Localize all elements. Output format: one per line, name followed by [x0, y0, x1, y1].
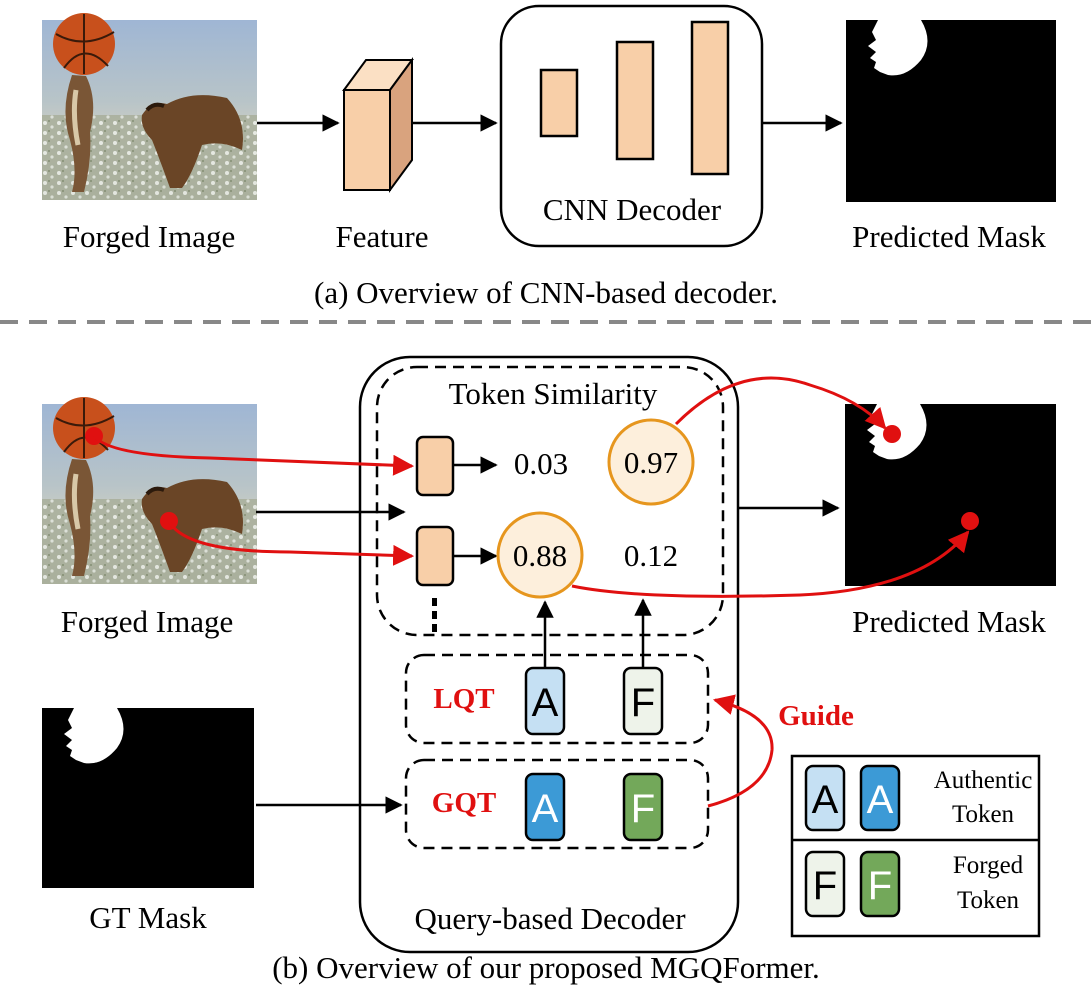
- forged-image-label-bottom: Forged Image: [61, 604, 233, 639]
- legend-gqt-authentic: [859, 764, 901, 832]
- legend-gqt-authentic-letter: A: [867, 778, 894, 822]
- forged-image-bottom: [42, 397, 257, 584]
- legend-lqt-forged: [804, 850, 846, 918]
- feature-cuboid: [342, 56, 414, 194]
- predicted-mask-label-bottom: Predicted Mask: [852, 604, 1046, 639]
- lqt-box: [404, 653, 710, 745]
- score-row1-b: 0.97: [624, 445, 678, 480]
- caption-b: (b) Overview of our proposed MGQFormer.: [272, 950, 820, 985]
- legend-lqt-authentic-letter: A: [812, 778, 839, 822]
- lqt-authentic-letter: A: [532, 681, 559, 725]
- cnn-layer-small: [539, 68, 579, 138]
- red-arrow-ball-to-token: [92, 434, 415, 476]
- red-arrow-score-to-mask1: [674, 376, 887, 430]
- legend-gqt-forged-letter: F: [868, 864, 892, 908]
- gqt-forged-letter: F: [631, 787, 655, 831]
- predicted-mask-top: [846, 20, 1056, 202]
- token-similarity-label: Token Similarity: [449, 376, 658, 411]
- red-arrow-bird-to-token: [167, 520, 415, 566]
- cnn-layer-large: [690, 20, 730, 176]
- guide-arrow: [707, 694, 774, 808]
- predicted-mask-bottom: [845, 404, 1056, 586]
- red-arrow-score-to-mask2: [571, 530, 970, 598]
- gqt-label: GQT: [432, 787, 496, 819]
- legend-forged-line2: Token: [957, 887, 1020, 914]
- gqt-box: [404, 758, 710, 850]
- lqt-forged-letter: F: [631, 681, 655, 725]
- highlight-circle-row1: [607, 418, 695, 506]
- legend: A A Authentic Token F F Forged Token: [790, 754, 1041, 938]
- cnn-layer-medium: [615, 40, 655, 161]
- gt-mask: [42, 708, 254, 888]
- forged-image-top: [42, 13, 257, 200]
- gqt-authentic-token: [524, 772, 566, 842]
- legend-lqt-forged-letter: F: [813, 864, 837, 908]
- score-row2-a: 0.88: [513, 538, 567, 573]
- legend-forged-line1: Forged: [953, 852, 1024, 879]
- caption-a: (a) Overview of CNN-based decoder.: [314, 275, 778, 310]
- cnn-decoder-label: CNN Decoder: [543, 192, 722, 227]
- score-row2-b: 0.12: [624, 538, 678, 573]
- legend-authentic-line2: Token: [952, 801, 1015, 828]
- gt-mask-label: GT Mask: [89, 900, 207, 935]
- score-row1-a: 0.03: [514, 446, 568, 481]
- feature-label: Feature: [336, 219, 429, 254]
- query-decoder-label: Query-based Decoder: [414, 901, 686, 936]
- gqt-forged-token: [622, 772, 664, 842]
- query-decoder-box: [358, 355, 740, 954]
- highlight-circle-row2: [496, 511, 584, 599]
- pixel-token-1: [415, 435, 455, 497]
- legend-authentic-line1: Authentic: [934, 767, 1033, 794]
- ellipsis-dots: [432, 598, 437, 632]
- legend-gqt-forged: [859, 850, 901, 918]
- token-similarity-box: [375, 365, 725, 637]
- forged-image-label-top: Forged Image: [63, 219, 235, 254]
- cnn-decoder-box: [499, 4, 764, 248]
- predicted-mask-label-top: Predicted Mask: [852, 219, 1046, 254]
- gqt-authentic-letter: A: [532, 787, 559, 831]
- pixel-token-2: [415, 525, 455, 587]
- lqt-label: LQT: [433, 683, 494, 715]
- legend-lqt-authentic: [804, 764, 846, 832]
- guide-label: Guide: [778, 700, 854, 732]
